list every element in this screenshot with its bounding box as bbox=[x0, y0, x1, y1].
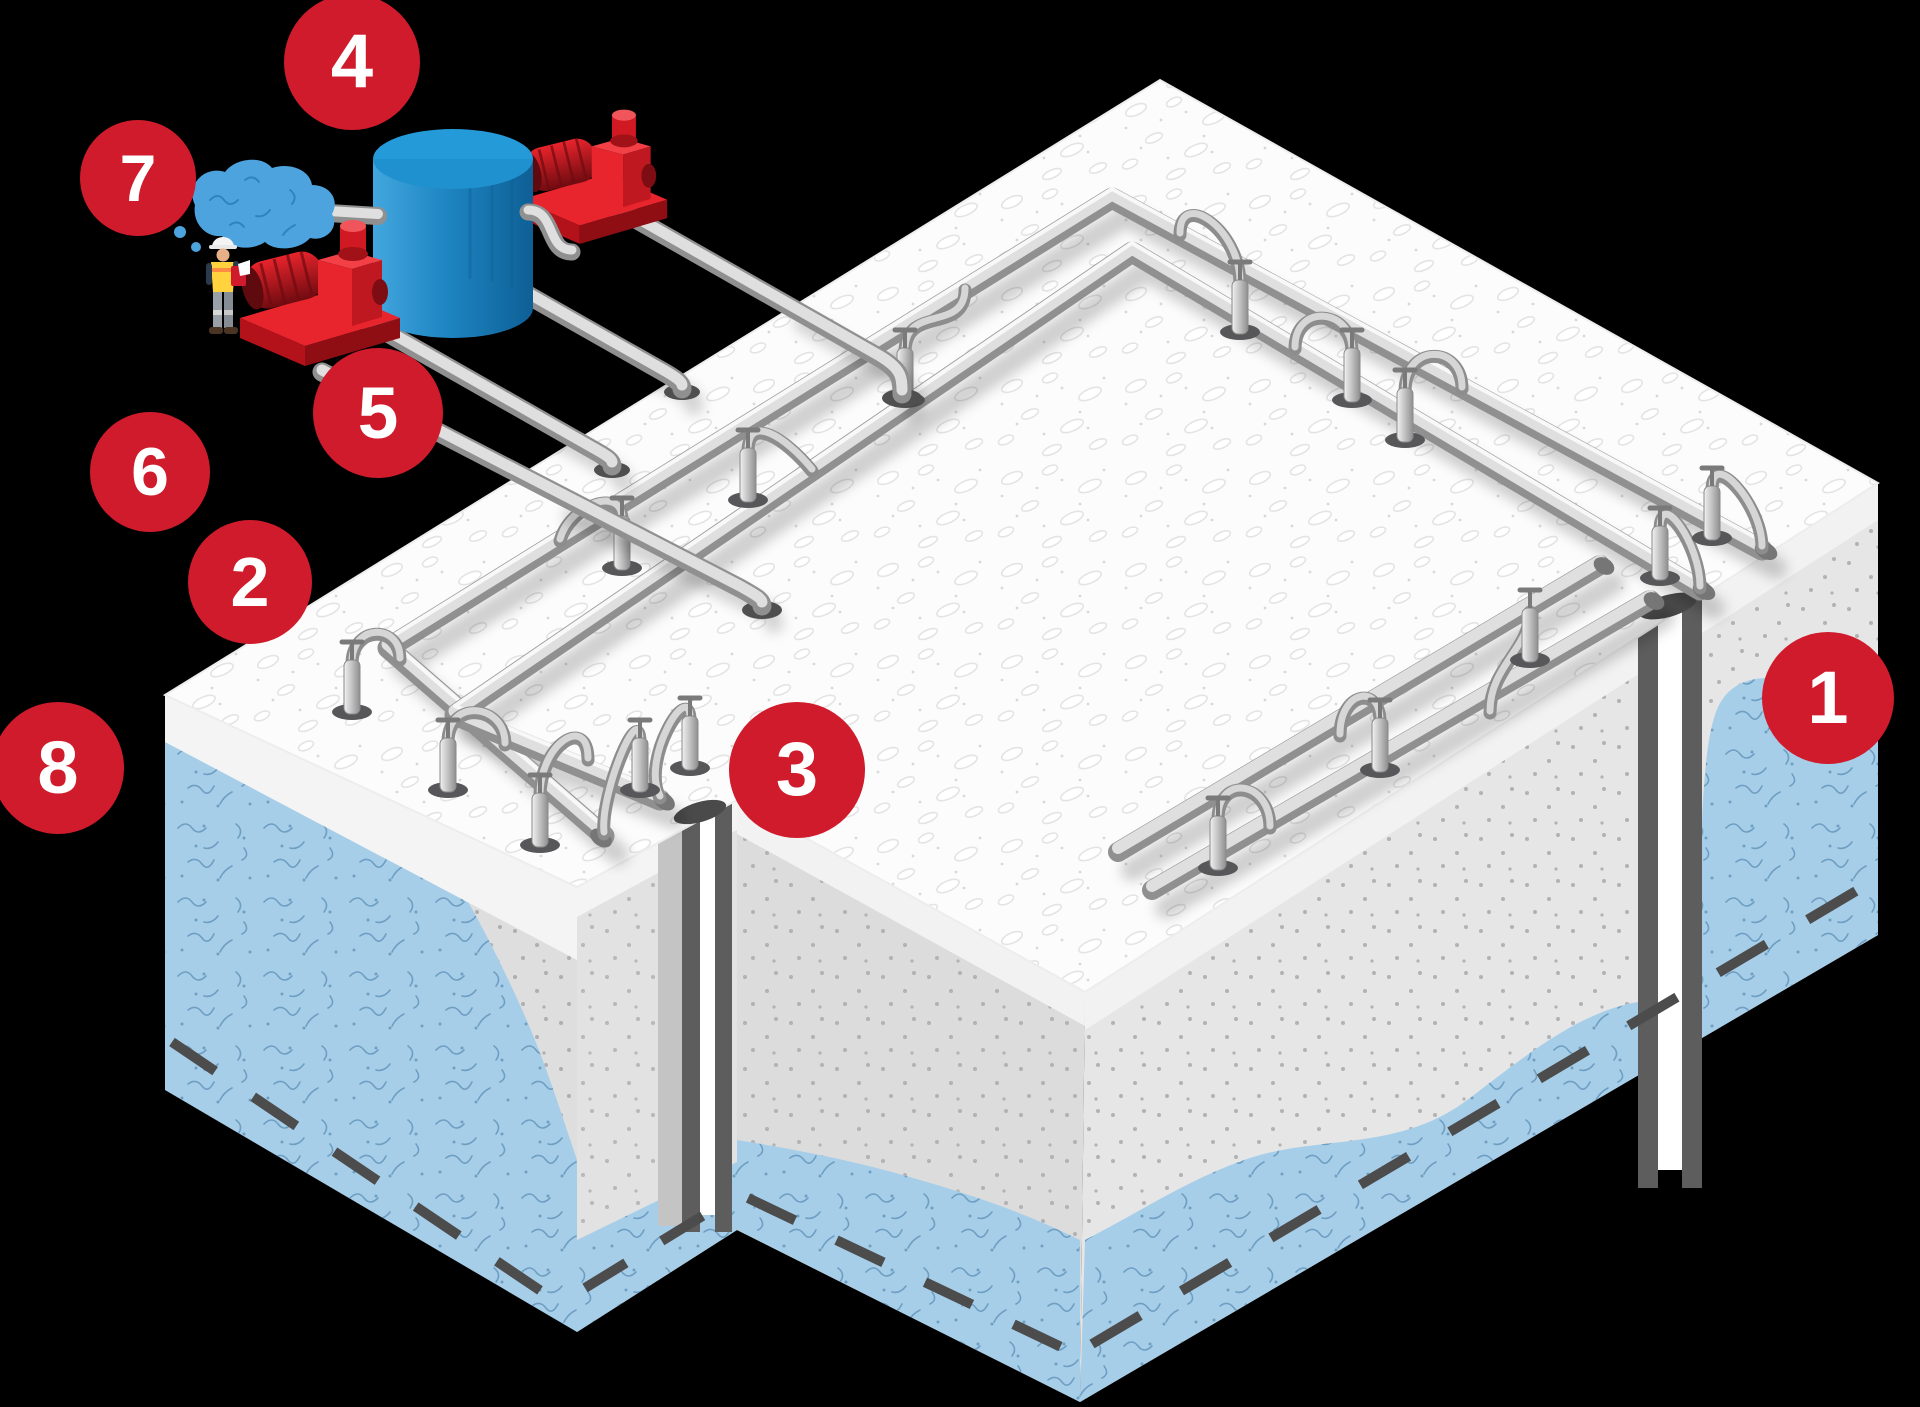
water-tank bbox=[373, 129, 533, 338]
callout-2: 2 bbox=[188, 520, 312, 644]
ground-block bbox=[162, 78, 1881, 1402]
callout-8: 8 bbox=[0, 702, 124, 834]
callout-4: 4 bbox=[284, 0, 420, 130]
callout-5: 5 bbox=[313, 348, 443, 478]
pump-outlet-port bbox=[641, 163, 657, 188]
pump-mains bbox=[312, 196, 924, 634]
original-water-table-line bbox=[169, 1037, 575, 1317]
pipe-end-cap bbox=[1643, 592, 1665, 610]
worker bbox=[206, 237, 250, 334]
callout-7: 7 bbox=[80, 120, 196, 236]
hard-hat-icon bbox=[212, 237, 234, 247]
callout-1: 1 bbox=[1762, 632, 1894, 764]
pump-5 bbox=[240, 220, 400, 366]
callout-6: 6 bbox=[90, 412, 210, 532]
header-pipe-southeast-runs bbox=[1108, 555, 1665, 900]
well-3-head bbox=[673, 799, 727, 825]
cross-section-step-face bbox=[577, 800, 738, 1332]
discharge-outfall bbox=[152, 159, 387, 252]
cross-section-right-face bbox=[1080, 483, 1881, 1402]
pump-and-tank-assembly bbox=[152, 109, 668, 366]
pump-outlet-port bbox=[372, 279, 388, 305]
pipe-end-cap bbox=[1593, 557, 1615, 575]
tank-connector-pipe bbox=[519, 203, 581, 261]
cross-section-left-face bbox=[165, 695, 577, 1332]
topsoil-band-left bbox=[165, 695, 577, 960]
callout-3: 3 bbox=[729, 702, 865, 838]
cross-section-recessed-face bbox=[737, 800, 1085, 1402]
well-1 bbox=[1638, 595, 1702, 1188]
well-3 bbox=[682, 803, 732, 1232]
wellpoints bbox=[332, 209, 1769, 876]
